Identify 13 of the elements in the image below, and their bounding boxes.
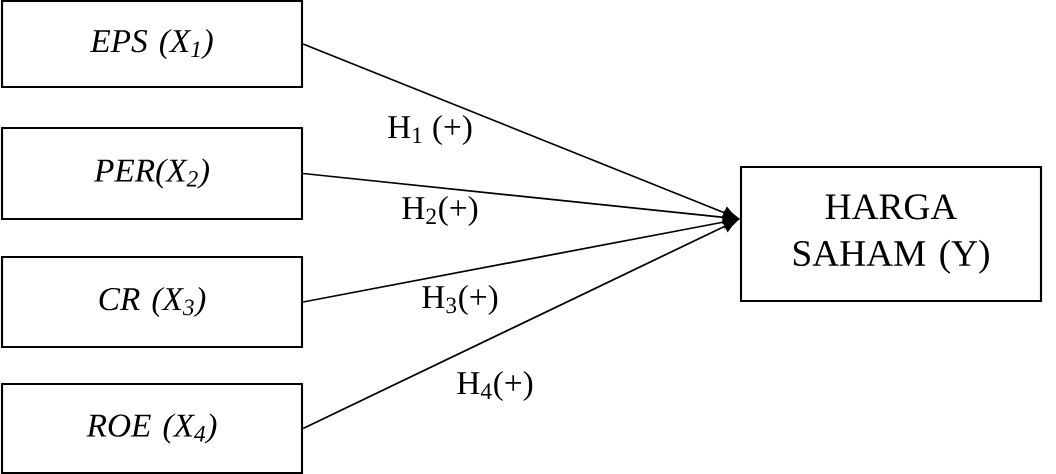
- edge-label: H$_{2}$(+): [399, 194, 481, 228]
- arrow: [302, 215, 738, 303]
- process-box: CR (X$_{3}$): [0, 255, 304, 349]
- process-box: EPS (X$_{1}$): [0, 0, 304, 89]
- edge-label: H$_{3}$(+): [419, 283, 501, 317]
- arrow: [302, 43, 738, 219]
- process-box: PER(X$_{2}$): [0, 126, 304, 221]
- process-box: HARGA SAHAM (Y): [739, 165, 1043, 303]
- arrow: [302, 219, 738, 430]
- process-box: ROE (X$_{4}$): [0, 382, 304, 474]
- edge-label: H$_{1}$ (+): [385, 113, 475, 147]
- edge-label: H$_{4}$(+): [454, 369, 536, 403]
- arrow: [302, 172, 738, 224]
